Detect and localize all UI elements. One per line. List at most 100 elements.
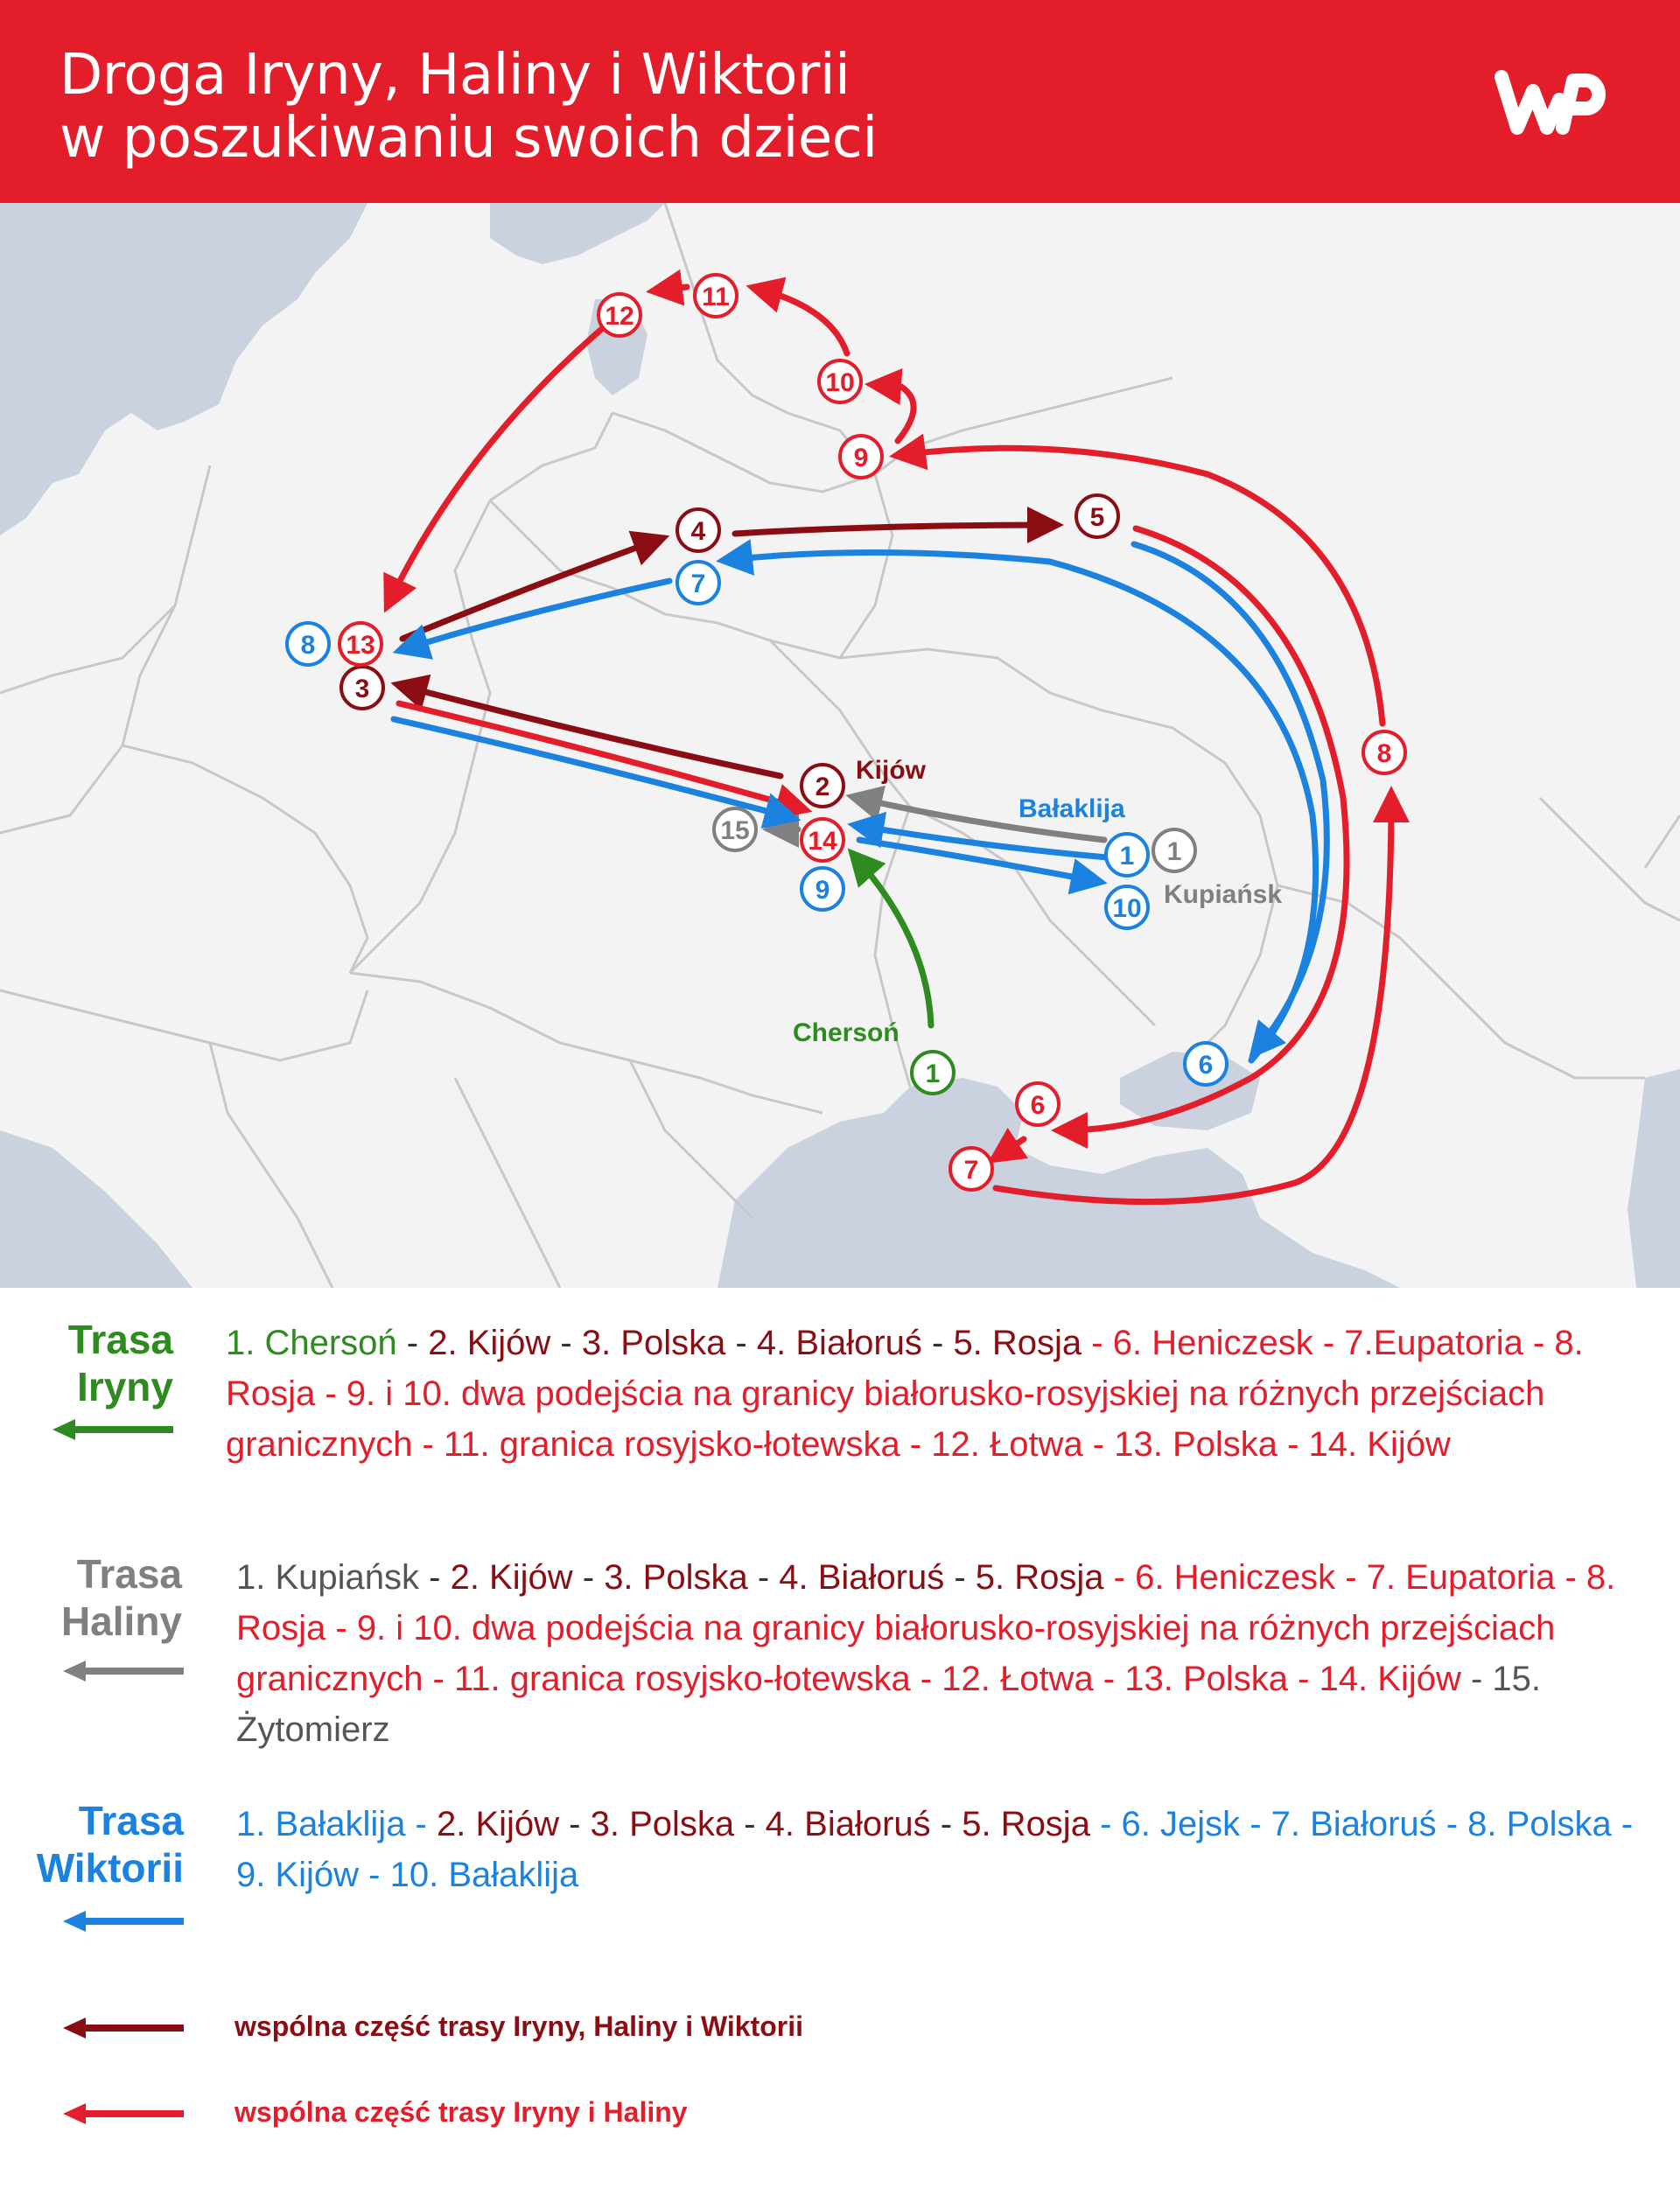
- irena-halina-line-6-7: [987, 1127, 1028, 1164]
- route-step: 1. Kupiańsk: [236, 1558, 420, 1597]
- caspian-sea: [1628, 1069, 1680, 1288]
- marker-1-gray: 1: [1152, 828, 1197, 873]
- route-step: 2. Kijów: [436, 1805, 560, 1843]
- route-step: 4. Białoruś: [756, 1324, 922, 1362]
- title-line-1: Droga Iryny, Haliny i Wiktorii: [60, 43, 850, 108]
- marker-6-red: 6: [1015, 1081, 1060, 1127]
- irena-halina-line-12-13: [383, 324, 607, 613]
- svg-text:9: 9: [816, 876, 830, 905]
- legend-halina-text: 1. Kupiańsk - 2. Kijów - 3. Polska - 4. …: [236, 1552, 1654, 1755]
- wiktoria-line-1-9: [847, 811, 1110, 861]
- shared-all-label: wspólna część trasy Iryny, Haliny i Wikt…: [234, 2011, 804, 2042]
- wiktoria-line-5-6: [1130, 541, 1330, 1060]
- route-step: 4. Białoruś: [779, 1558, 945, 1597]
- marker-8-blue: 8: [285, 621, 331, 667]
- svg-text:7: 7: [691, 570, 706, 598]
- iryna-line-1-14: [847, 848, 934, 1029]
- route-step: -: [944, 1558, 976, 1597]
- marker-11: 11: [693, 273, 738, 318]
- route-map: 2 3 4 5 13 14 6 7 8 9 10 11 12 1 10 9 8 …: [0, 203, 1680, 1288]
- svg-text:12: 12: [605, 302, 634, 331]
- route-step: 5. Rosja: [962, 1805, 1090, 1843]
- label-kupiansk: Kupiańsk: [1164, 880, 1282, 909]
- irena-halina-line-10-11: [746, 276, 850, 357]
- marker-10-red: 10: [817, 359, 863, 404]
- marker-2: 2: [800, 763, 845, 808]
- halina-arrow-icon: [63, 1661, 184, 1682]
- svg-text:5: 5: [1090, 503, 1105, 532]
- route-step: 15. Żytomierz: [236, 1660, 1542, 1749]
- marker-6-blue: 6: [1183, 1041, 1228, 1087]
- route-step: 1. Chersoń: [226, 1324, 397, 1362]
- wiktoria-line-8-9: [390, 716, 802, 829]
- marker-7-red: 7: [948, 1146, 994, 1192]
- svg-text:10: 10: [825, 368, 854, 397]
- route-step: 5. Rosja: [975, 1558, 1104, 1597]
- svg-text:1: 1: [926, 1060, 941, 1088]
- baltic-sea: [0, 203, 368, 535]
- route-step: -: [419, 1558, 451, 1597]
- route-step: 3. Polska: [604, 1558, 748, 1597]
- marker-4: 4: [676, 507, 721, 553]
- black-sea: [718, 1078, 1400, 1288]
- route-step: -: [1089, 1805, 1122, 1843]
- svg-text:6: 6: [1031, 1091, 1046, 1120]
- shared-two-arrow-icon: [63, 2103, 184, 2124]
- route-step: 3. Polska: [590, 1805, 735, 1843]
- wiktoria-arrow-icon: [63, 1911, 184, 1932]
- route-step: -: [550, 1324, 582, 1362]
- marker-15: 15: [712, 807, 758, 852]
- shared-two-label: wspólna część trasy Iryny i Haliny: [234, 2096, 688, 2128]
- svg-text:1: 1: [1167, 837, 1182, 866]
- wp-logo-icon: [1494, 70, 1606, 135]
- route-step: 6. Jejsk - 7. Białoruś - 8. Polska - 9. …: [236, 1805, 1634, 1894]
- adriatic-sea: [0, 1130, 192, 1288]
- wiktoria-line-7-8: [392, 577, 673, 660]
- route-step: -: [747, 1558, 780, 1597]
- route-step: 6. Heniczesk - 7.Eupatoria - 8. Rosja - …: [226, 1324, 1584, 1464]
- route-step: -: [725, 1324, 757, 1362]
- shared-line-3-4: [399, 530, 670, 642]
- marker-12: 12: [597, 292, 642, 338]
- place-labels: Kijów Bałaklija Kupiańsk Chersoń: [793, 756, 1282, 1047]
- irena-halina-line-11-12: [646, 269, 690, 306]
- svg-text:10: 10: [1112, 894, 1141, 923]
- svg-text:2: 2: [816, 773, 830, 801]
- marker-7-blue: 7: [676, 560, 721, 605]
- svg-text:8: 8: [301, 631, 316, 660]
- svg-text:1: 1: [1120, 842, 1135, 871]
- svg-text:11: 11: [702, 283, 730, 311]
- svg-text:14: 14: [808, 827, 837, 856]
- route-step: -: [559, 1805, 591, 1843]
- label-cherson: Chersoń: [793, 1018, 900, 1047]
- route-lines: [383, 269, 1410, 1206]
- route-step: 1. Bałaklija: [236, 1805, 406, 1843]
- svg-text:6: 6: [1199, 1051, 1214, 1080]
- label-balaklija: Bałaklija: [1018, 794, 1125, 823]
- route-step: 2. Kijów: [428, 1324, 551, 1362]
- route-step: -: [1082, 1324, 1113, 1362]
- route-step: 6. Heniczesk - 7. Eupatoria - 8. Rosja -…: [236, 1558, 1616, 1698]
- svg-text:15: 15: [720, 816, 749, 845]
- route-step: -: [1460, 1660, 1493, 1698]
- svg-text:3: 3: [355, 675, 370, 703]
- marker-1-green: 1: [910, 1050, 956, 1095]
- shared-all-arrow-icon: [63, 2018, 184, 2039]
- wiktoria-line-6-7: [716, 539, 1320, 1064]
- route-step: -: [930, 1805, 962, 1843]
- route-step: -: [405, 1805, 437, 1843]
- irena-halina-line-9-10: [864, 368, 917, 444]
- marker-10-blue: 10: [1104, 885, 1150, 930]
- halina-line-1-2: [845, 785, 1108, 843]
- svg-text:9: 9: [854, 444, 869, 472]
- irena-halina-line-8-9: [889, 433, 1386, 727]
- header-banner: Droga Iryny, Haliny i Wiktorii w poszuki…: [0, 0, 1680, 203]
- title-line-2: w poszukiwaniu swoich dzieci: [60, 106, 878, 171]
- svg-text:7: 7: [964, 1156, 979, 1185]
- route-step: 2. Kijów: [450, 1558, 573, 1597]
- marker-5: 5: [1074, 493, 1120, 539]
- marker-9-red: 9: [838, 434, 884, 479]
- route-step: 3. Polska: [581, 1324, 726, 1362]
- irena-halina-line-7-8: [992, 786, 1410, 1206]
- label-kijow: Kijów: [856, 756, 927, 785]
